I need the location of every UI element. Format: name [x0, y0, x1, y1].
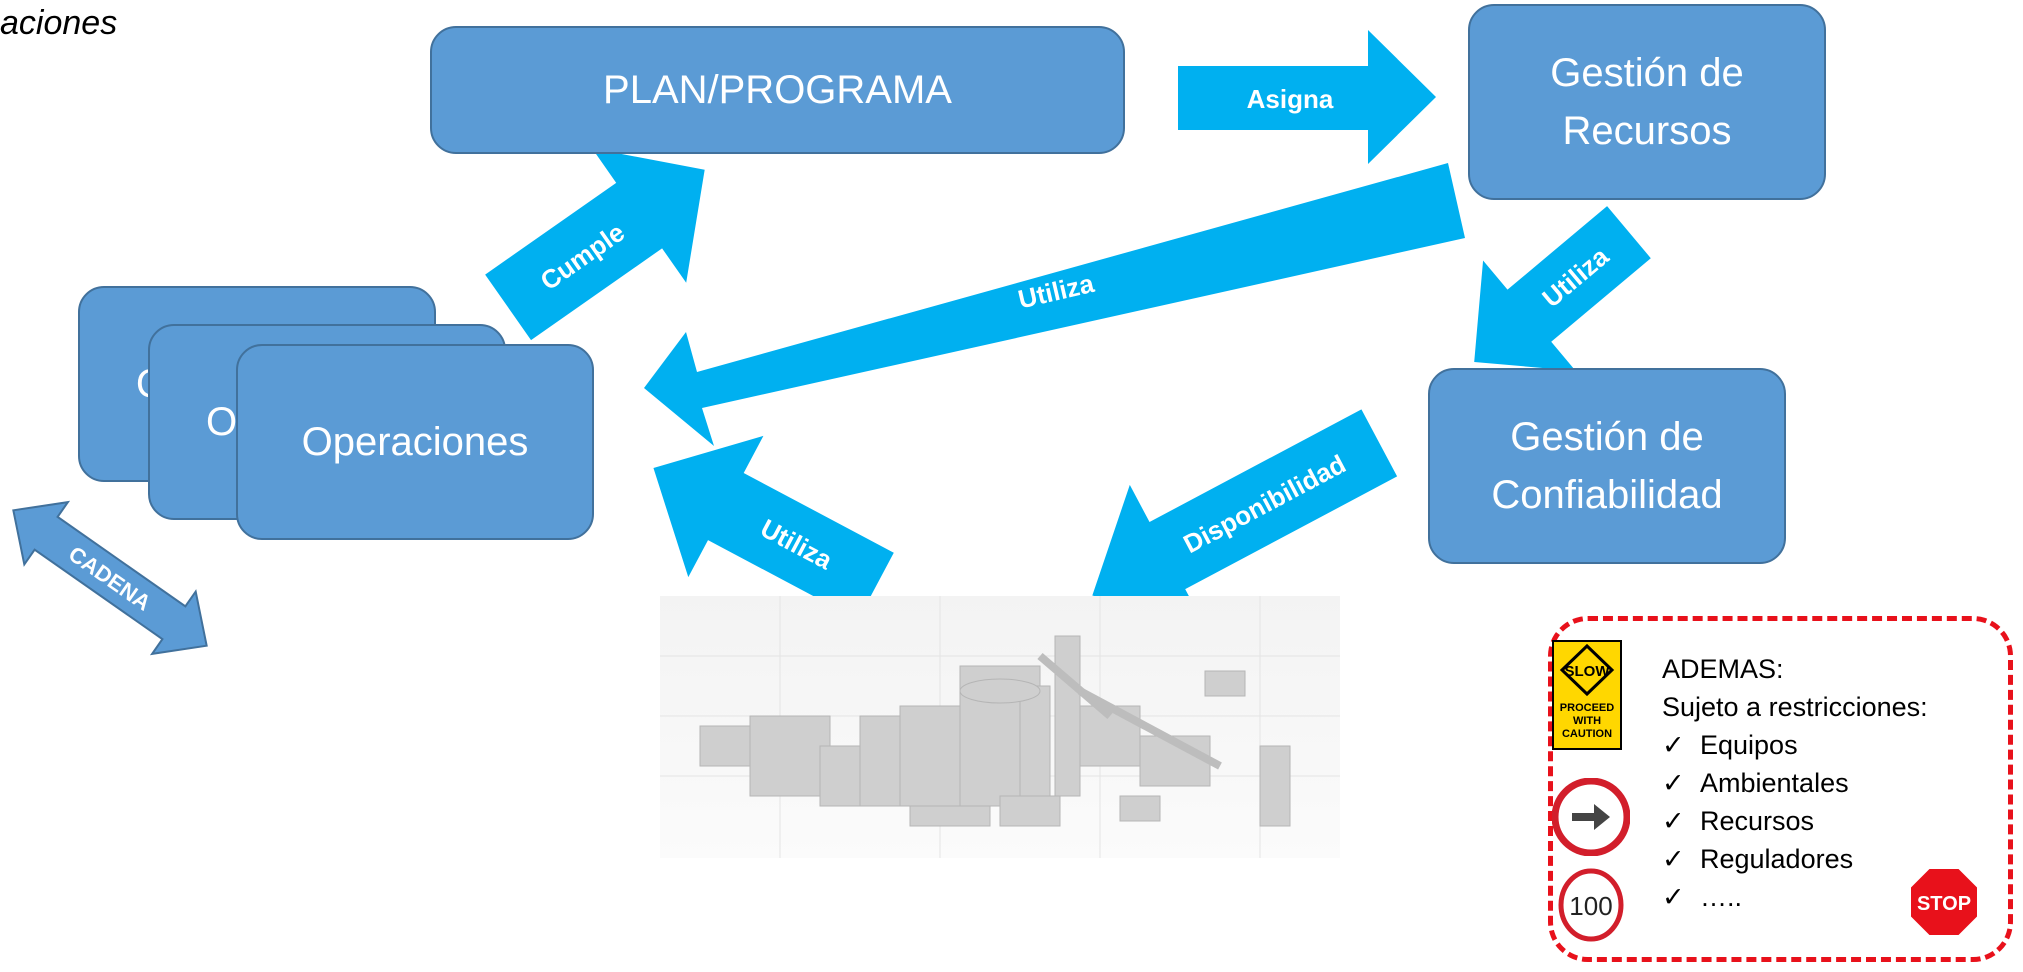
- plan-programa-label: PLAN/PROGRAMA: [603, 68, 952, 112]
- slow-sign-icon: SLOW PROCEED WITH CAUTION: [1552, 640, 1622, 750]
- constraints-subheading: Sujeto a restricciones:: [1662, 692, 1928, 722]
- slow-sign-text: SLOW: [1565, 663, 1611, 680]
- mining-plant-image: [660, 596, 1340, 858]
- constraint-item: ✓ Ambientales: [1662, 764, 1928, 802]
- arrow-asigna: Asigna: [1178, 30, 1436, 164]
- constraint-item: ✓ Equipos: [1662, 726, 1928, 764]
- stop-sign-icon: STOP: [1909, 867, 1979, 937]
- constraints-box: [1548, 616, 2013, 962]
- operaciones-back1-label: O: [206, 400, 238, 444]
- constraints-heading: ADEMAS:: [1662, 654, 1784, 684]
- constraint-item: ✓ Reguladores: [1662, 840, 1928, 878]
- speed-limit-text: 100: [1569, 891, 1612, 921]
- plan-programa-box: PLAN/PROGRAMA: [430, 26, 1125, 154]
- check-icon: ✓: [1662, 882, 1685, 912]
- arrow-disponibilidad: Disponibilidad: [1092, 409, 1398, 627]
- constraint-item-label: Reguladores: [1700, 844, 1854, 874]
- slow-sign-sub3: CAUTION: [1562, 728, 1612, 740]
- page-title-fragment: aciones: [0, 4, 118, 42]
- arrow-utiliza-right: Utiliza: [1474, 206, 1651, 371]
- constraint-item-label: Recursos: [1700, 806, 1815, 836]
- gestion-recursos-line2: Recursos: [1562, 109, 1732, 153]
- gestion-confiabilidad-line1: Gestión de: [1510, 415, 1704, 459]
- gestion-confiabilidad-line2: Confiabilidad: [1491, 473, 1723, 517]
- direction-sign-icon: [1552, 778, 1630, 856]
- check-icon: ✓: [1662, 768, 1685, 798]
- gestion-recursos-line1: Gestión de: [1550, 51, 1744, 95]
- check-icon: ✓: [1662, 844, 1685, 874]
- operaciones-box: Operaciones: [236, 344, 594, 540]
- constraint-item-label: Ambientales: [1700, 768, 1849, 798]
- arrow-utiliza-main: Utiliza: [644, 163, 1465, 446]
- operaciones-label: Operaciones: [301, 420, 529, 464]
- arrow-asigna-label: Asigna: [1247, 84, 1334, 114]
- constraint-item-label: Equipos: [1700, 730, 1798, 760]
- slow-sign-sub1: PROCEED: [1560, 702, 1614, 714]
- speed-limit-sign-icon: 100: [1558, 868, 1624, 942]
- arrow-utiliza-bottom: Utiliza: [653, 435, 894, 620]
- check-icon: ✓: [1662, 806, 1685, 836]
- gestion-recursos-box: Gestión de Recursos: [1468, 4, 1826, 200]
- slow-sign-sub2: WITH: [1573, 715, 1601, 727]
- constraints-text: ADEMAS: Sujeto a restricciones: ✓ Equipo…: [1662, 650, 1928, 916]
- constraint-item: ✓ …..: [1662, 878, 1928, 916]
- check-icon: ✓: [1662, 730, 1685, 760]
- gestion-confiabilidad-box: Gestión de Confiabilidad: [1428, 368, 1786, 564]
- stop-sign-text: STOP: [1917, 893, 1971, 915]
- constraint-item-label: …..: [1700, 882, 1743, 912]
- constraint-item: ✓ Recursos: [1662, 802, 1928, 840]
